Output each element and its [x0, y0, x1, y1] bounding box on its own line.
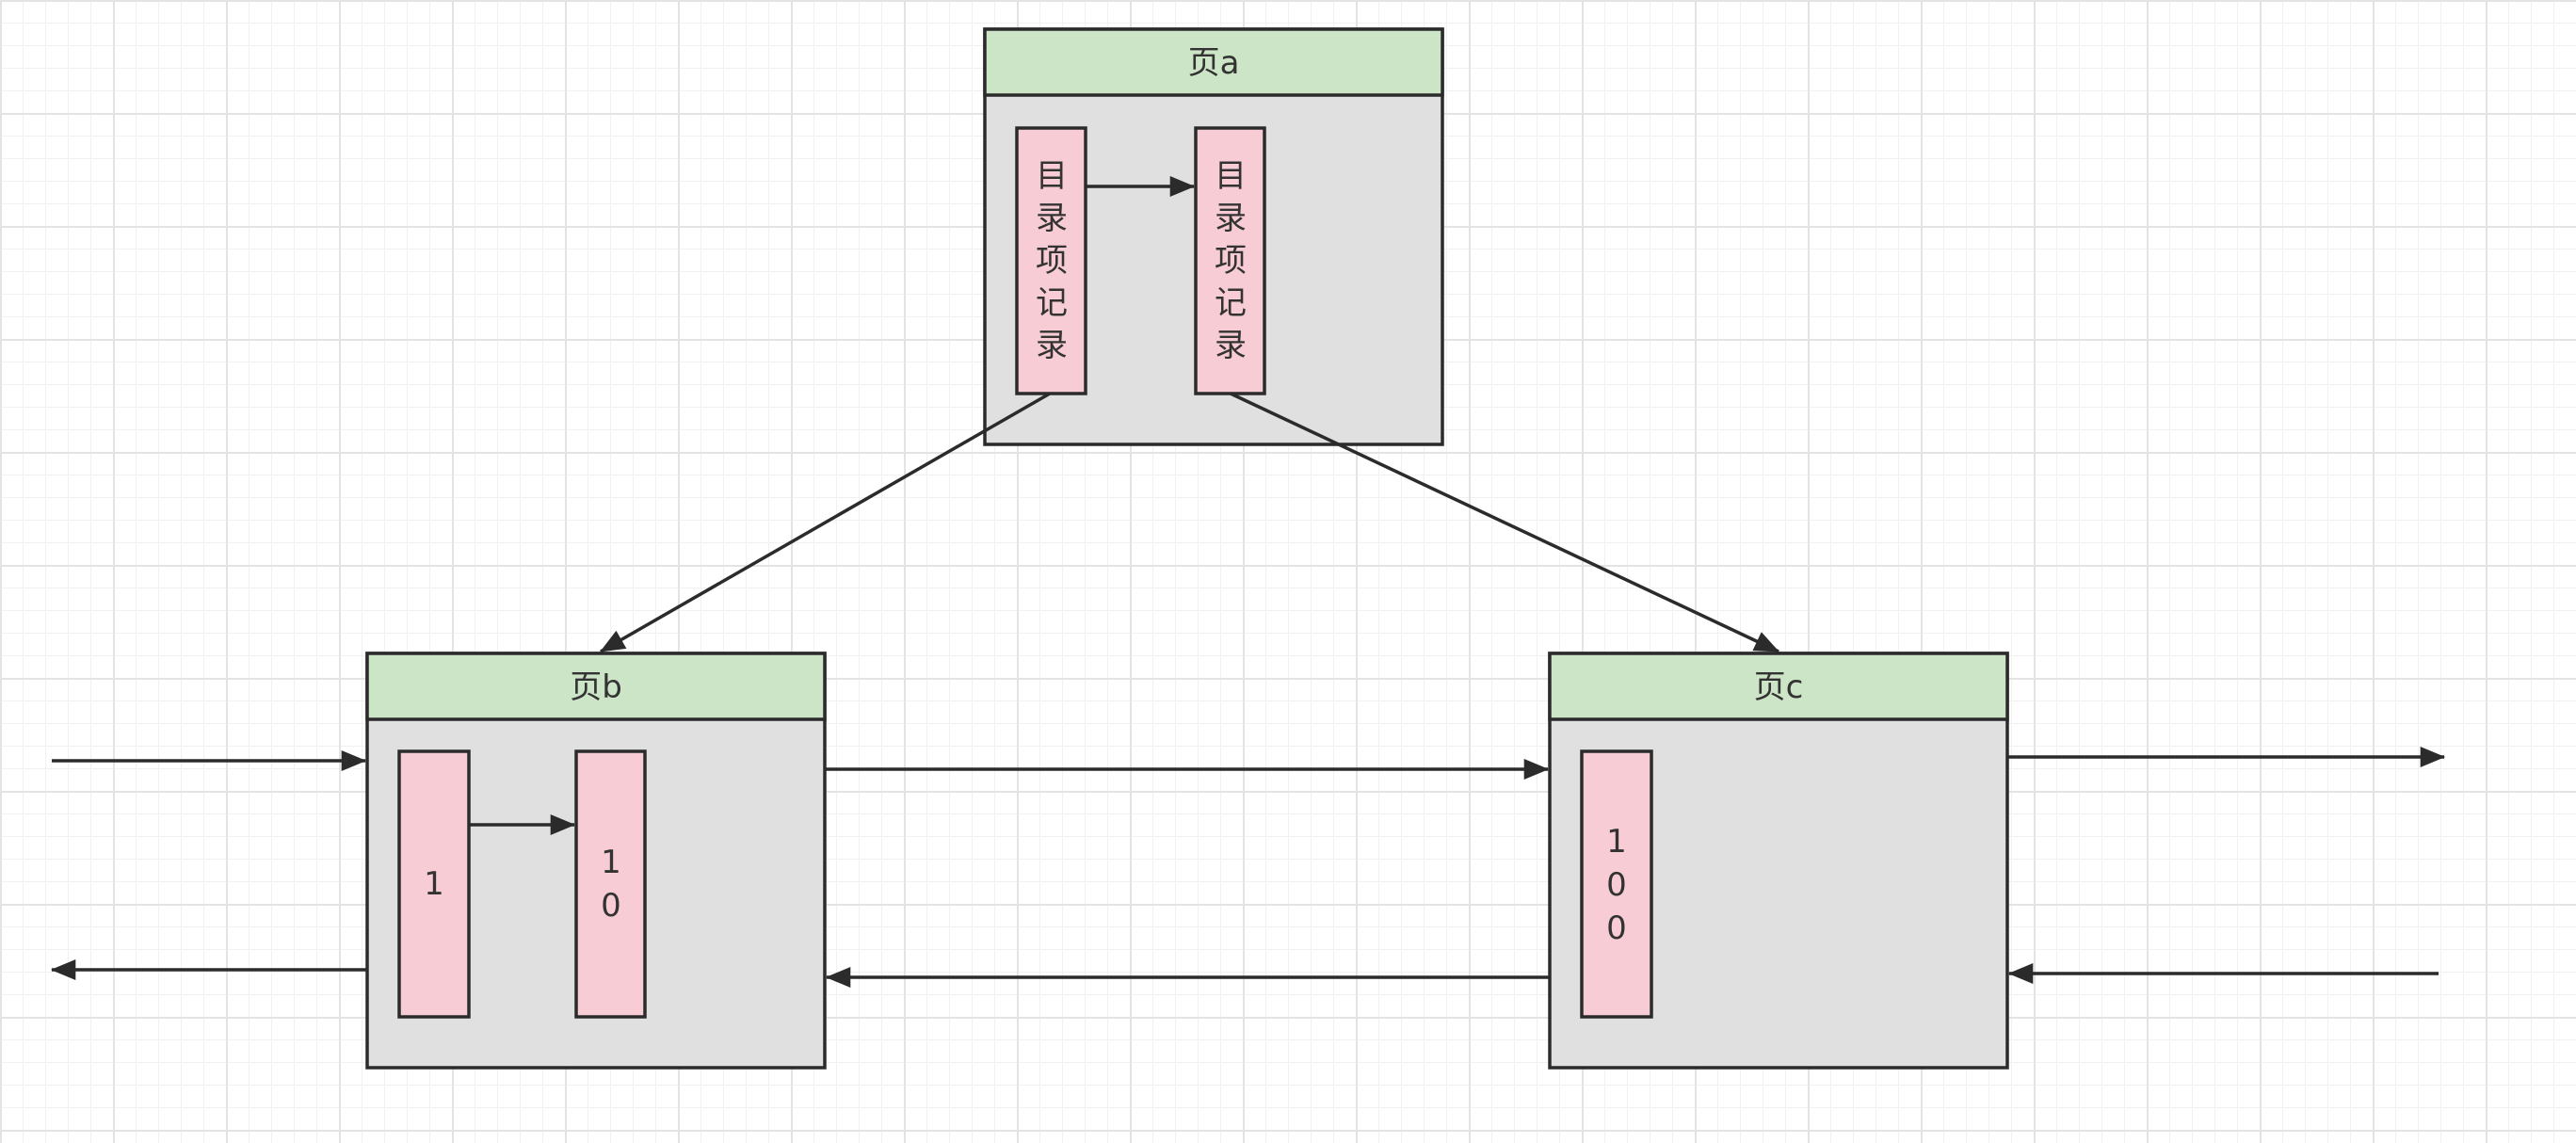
page-a-record-1 — [1015, 126, 1087, 395]
arrow-page-a-to-page-b — [600, 392, 1051, 653]
arrow-page-a-to-page-c — [1230, 392, 1779, 653]
page-a-title: 页a — [1188, 44, 1240, 82]
page-a-record-1-label: 目录项记录 — [1036, 157, 1068, 364]
page-c-header — [1548, 652, 2009, 721]
page-a-record-2-label: 目录项记录 — [1215, 157, 1247, 364]
page-b-record-2 — [574, 749, 647, 1019]
page-b-title: 页b — [570, 668, 622, 706]
page-c-record-1 — [1580, 749, 1653, 1019]
page-b-record-1 — [397, 749, 471, 1019]
page-b-header — [365, 652, 827, 721]
page-a-record-2 — [1194, 126, 1266, 395]
page-b-record-1-label: 1 — [424, 865, 444, 903]
page-a: 页a 目录项记录 目录项记录 — [983, 27, 1444, 446]
page-a-header — [983, 27, 1444, 97]
page-c-title: 页c — [1754, 668, 1804, 706]
